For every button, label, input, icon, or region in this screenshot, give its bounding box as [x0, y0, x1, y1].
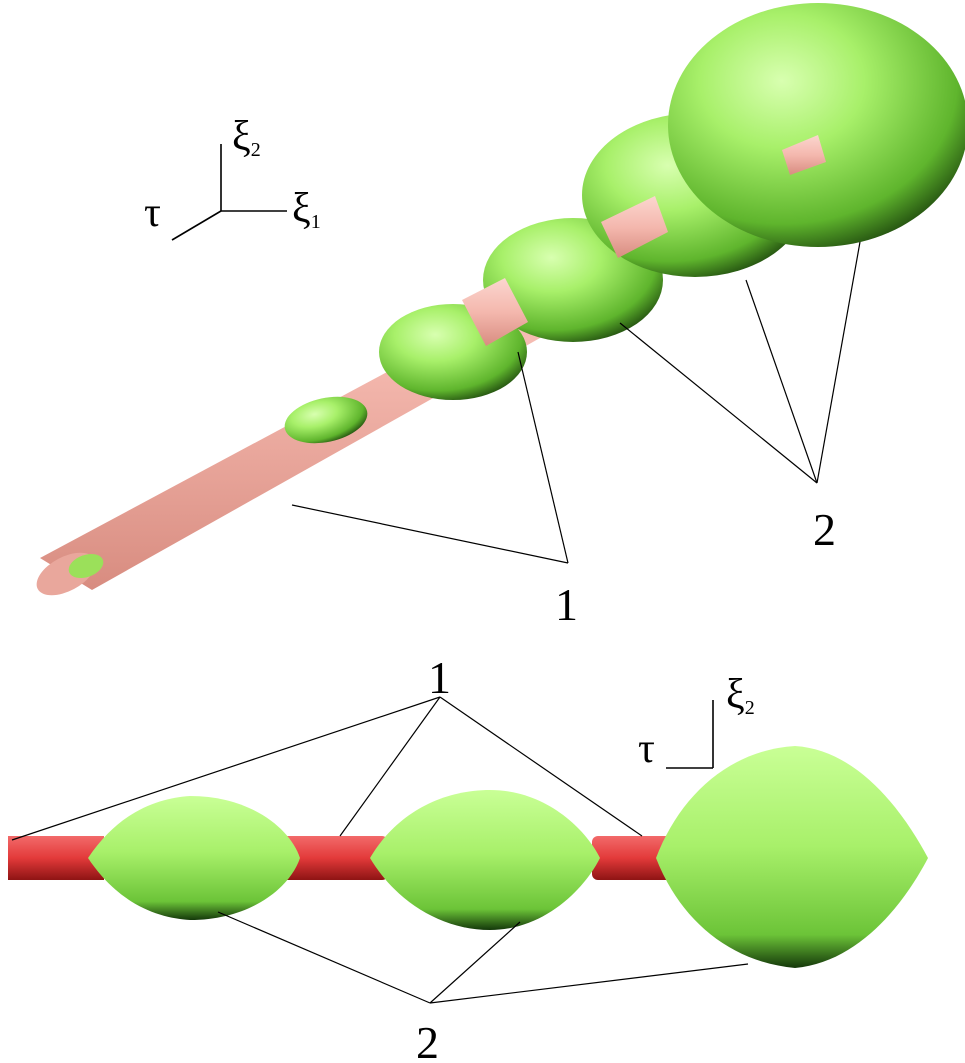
top-axis-vertical-label: ξ2 [232, 114, 261, 161]
top-view: ξ2 ξ1 τ 1 2 [36, 3, 965, 630]
top-label-1: 1 [555, 579, 578, 630]
top-tube-opening [68, 553, 104, 579]
bottom-label-2: 2 [416, 1017, 439, 1063]
top-axis-horizontal-label: ξ1 [292, 186, 321, 233]
bottom-callouts-1 [11, 696, 643, 841]
bottom-axes: ξ2 τ [638, 672, 755, 772]
bottom-tube-segment-3 [592, 836, 674, 880]
bottom-axis-horizontal-label: τ [638, 726, 655, 772]
top-axis-depth-label: τ [144, 190, 161, 236]
bottom-view: ξ2 τ 1 2 [8, 652, 928, 1063]
bottom-callouts-2 [217, 911, 749, 1004]
bottom-bulge-1 [88, 796, 300, 920]
top-bulge-1 [284, 396, 368, 444]
top-label-2: 2 [813, 504, 836, 555]
top-callouts-2 [619, 241, 861, 484]
bottom-bulge-2 [370, 790, 600, 930]
bottom-tube-segment-2 [278, 836, 388, 880]
bottom-bulges [88, 746, 928, 968]
top-axes: ξ2 ξ1 τ [144, 114, 321, 241]
top-callouts-1 [291, 351, 569, 564]
bottom-label-1: 1 [428, 652, 451, 703]
top-bulge-5 [668, 3, 965, 247]
top-tube-bands [462, 135, 826, 346]
bottom-axis-vertical-label: ξ2 [726, 672, 755, 719]
top-axis-depth [171, 210, 222, 241]
bottom-bulge-3 [656, 746, 928, 968]
